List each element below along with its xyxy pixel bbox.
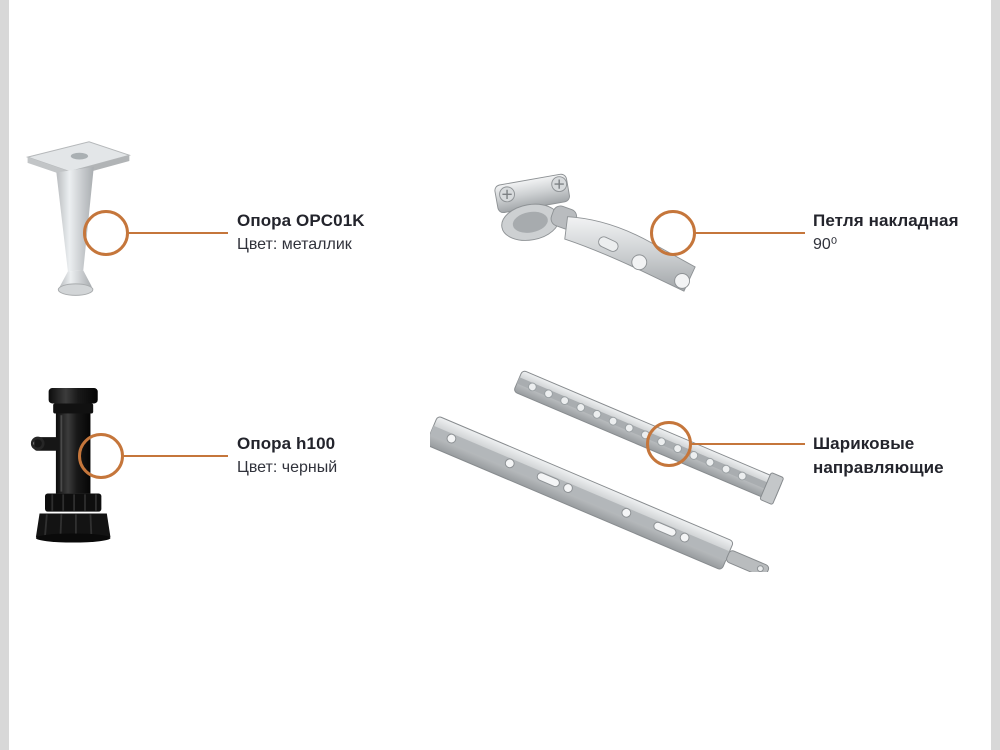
callout-line-hinge — [695, 232, 805, 234]
metal-furniture-leg-image — [15, 136, 140, 304]
callout-circle-metal-leg — [83, 210, 129, 256]
left-edge-bar — [0, 0, 9, 750]
product-title: Шариковые направляющие — [813, 434, 944, 477]
callout-circle-slides — [646, 421, 692, 467]
slides-label: Шариковые направляющие — [813, 432, 963, 480]
black-leg-icon — [30, 388, 111, 543]
black-leg-label: Опора h100 Цвет: черный — [237, 432, 337, 480]
overlay-hinge-icon — [494, 173, 696, 292]
product-title: Петля накладная — [813, 211, 959, 230]
product-subtitle: Цвет: металлик — [237, 236, 352, 253]
callout-line-black-leg — [123, 455, 228, 457]
drawer-slides-icon — [430, 370, 784, 572]
right-edge-bar — [991, 0, 1000, 750]
product-title: Опора h100 — [237, 434, 336, 453]
metal-leg-label: Опора OPC01K Цвет: металлик — [237, 209, 365, 257]
drawer-slides-image — [430, 362, 810, 572]
product-subtitle: Цвет: черный — [237, 459, 338, 476]
product-title: Опора OPC01K — [237, 211, 365, 230]
callout-circle-hinge — [650, 210, 696, 256]
callout-line-slides — [691, 443, 805, 445]
metal-furniture-leg-icon — [25, 141, 131, 296]
product-subtitle: 90⁰ — [813, 236, 838, 253]
callout-line-metal-leg — [128, 232, 228, 234]
callout-circle-black-leg — [78, 433, 124, 479]
hinge-label: Петля накладная 90⁰ — [813, 209, 959, 257]
black-leg-image — [25, 378, 125, 568]
overlay-hinge-image — [478, 172, 713, 307]
